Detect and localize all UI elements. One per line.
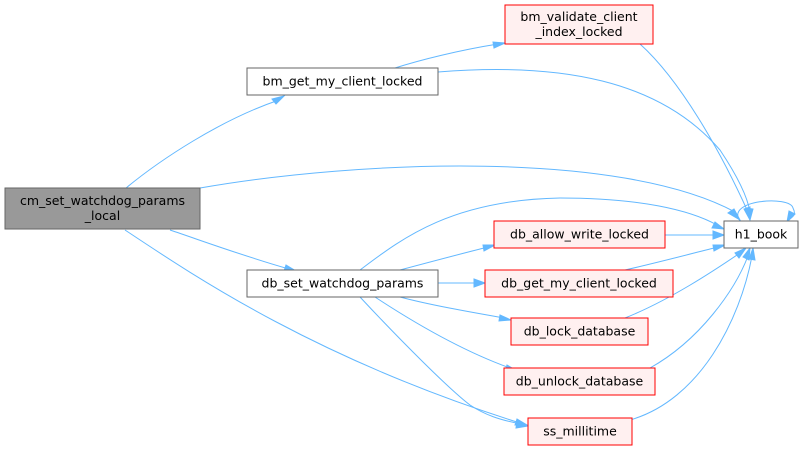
edge-db_set-to-db_allow xyxy=(399,244,496,271)
node-box[interactable] xyxy=(510,317,649,346)
edge-line xyxy=(359,197,718,271)
arrowhead xyxy=(786,210,796,224)
edge-line xyxy=(125,99,280,189)
node-label: cm_set_watchdog_params xyxy=(20,193,185,208)
node-label: db_get_my_client_locked xyxy=(501,276,657,291)
edge-line xyxy=(624,246,719,271)
arrowhead xyxy=(711,221,726,230)
node-bm-validate[interactable]: bm_validate_client_index_locked xyxy=(504,4,654,45)
node-label: h1_book xyxy=(735,227,788,242)
node-label: ss_millitime xyxy=(543,424,617,439)
node-label: db_lock_database xyxy=(524,324,636,339)
node-box[interactable] xyxy=(493,220,666,249)
edge-db_allow-to-h1 xyxy=(665,230,726,240)
arrowhead xyxy=(748,246,756,261)
edge-cm-to-bm_get xyxy=(125,95,286,189)
edge-line xyxy=(399,246,489,271)
node-ss[interactable]: ss_millitime xyxy=(527,417,633,446)
edge-db_set-to-db_unlock xyxy=(374,296,519,372)
arrowhead xyxy=(712,230,726,240)
edge-cm-to-h1 xyxy=(199,165,742,222)
edge-line xyxy=(624,252,741,319)
node-db-allow[interactable]: db_allow_write_locked xyxy=(493,220,666,249)
arrowhead xyxy=(482,244,496,252)
edge-ss-to-h1 xyxy=(629,246,756,421)
edge-h1-to-h1 xyxy=(737,200,796,224)
edge-db_set-to-db_get xyxy=(438,278,487,288)
edge-db_set-to-h1 xyxy=(359,197,726,271)
arrowhead xyxy=(734,246,748,259)
arrowhead xyxy=(743,206,751,221)
edges-layer xyxy=(124,41,796,429)
node-box[interactable] xyxy=(723,220,799,249)
node-box[interactable] xyxy=(246,67,439,96)
node-db-lock[interactable]: db_lock_database xyxy=(510,317,649,346)
edge-line xyxy=(437,68,751,213)
node-label: _index_locked xyxy=(534,24,622,39)
nodes-layer: cm_set_watchdog_params_local bm_get_my_cl… xyxy=(4,4,799,446)
edge-db_unlock-to-h1 xyxy=(649,246,751,369)
node-box[interactable] xyxy=(4,187,201,230)
edge-line xyxy=(374,296,511,369)
edge-db_get-to-h1 xyxy=(624,244,726,271)
edge-bm_validate-to-h1 xyxy=(639,43,751,221)
node-label: _local xyxy=(84,208,120,223)
edge-line xyxy=(629,255,753,421)
node-label: db_allow_write_locked xyxy=(510,227,649,242)
node-box[interactable] xyxy=(504,4,654,45)
node-db-get[interactable]: db_get_my_client_locked xyxy=(484,269,674,298)
node-db-set[interactable]: db_set_watchdog_params xyxy=(246,269,439,298)
node-label: bm_get_my_client_locked xyxy=(263,74,423,89)
arrowhead xyxy=(271,95,286,105)
edge-line xyxy=(639,43,749,213)
node-box[interactable] xyxy=(246,269,439,298)
edge-bm_get-to-bm_validate xyxy=(394,41,507,69)
node-bm-get[interactable]: bm_get_my_client_locked xyxy=(246,67,439,96)
edge-line xyxy=(199,165,736,213)
edge-cm-to-db_set xyxy=(169,229,298,272)
node-cm[interactable]: cm_set_watchdog_params_local xyxy=(4,187,201,230)
edge-cm-to-ss xyxy=(124,229,529,426)
edge-line xyxy=(124,229,521,424)
node-db-unlock[interactable]: db_unlock_database xyxy=(503,367,656,396)
edge-line xyxy=(394,43,499,69)
arrowhead xyxy=(473,278,487,288)
edge-bm_get-to-h1 xyxy=(437,68,754,222)
arrowhead xyxy=(727,208,742,222)
node-box[interactable] xyxy=(527,417,633,446)
edge-line xyxy=(359,296,522,425)
edge-db_set-to-db_lock xyxy=(399,296,513,322)
node-label: db_unlock_database xyxy=(516,374,644,389)
edge-line xyxy=(169,229,290,270)
arrowhead xyxy=(492,41,507,49)
node-box[interactable] xyxy=(484,269,674,298)
node-box[interactable] xyxy=(503,367,656,396)
edge-db_set-to-ss xyxy=(359,296,530,429)
arrowhead xyxy=(712,244,726,252)
edge-db_lock-to-h1 xyxy=(624,246,748,319)
edge-line xyxy=(399,296,505,319)
edge-line xyxy=(649,255,749,369)
arrowhead xyxy=(515,420,530,429)
arrowhead xyxy=(742,246,751,261)
node-label: db_set_watchdog_params xyxy=(262,276,424,291)
arrowhead xyxy=(498,314,513,322)
node-label: bm_validate_client xyxy=(520,9,637,24)
node-h1[interactable]: h1_book xyxy=(723,220,799,249)
